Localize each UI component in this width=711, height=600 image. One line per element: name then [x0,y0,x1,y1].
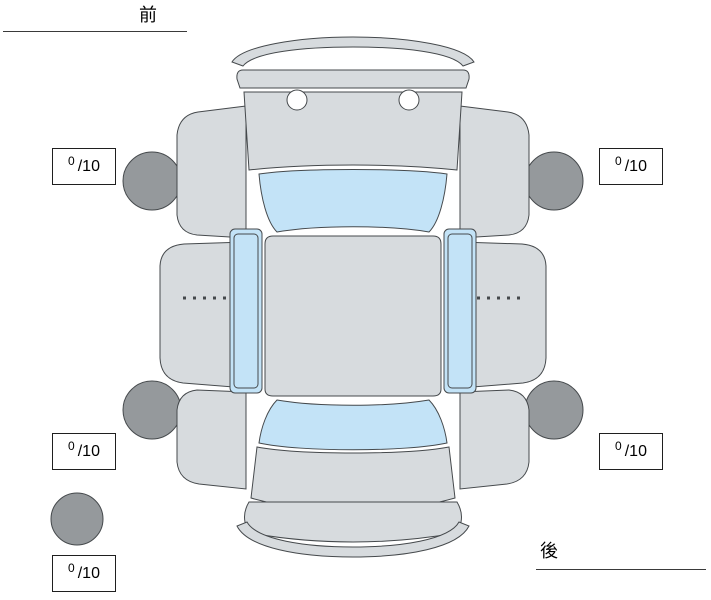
roof [264,235,442,397]
fender-front-right [459,105,530,239]
tire-score-rear-left: 0 /10 [52,433,116,470]
door-window-right-inner-frame [447,233,473,389]
windshield [258,169,448,233]
door-window-left-inner-frame [233,233,259,389]
tire-score-front-left-denominator: /10 [77,157,100,175]
tire-score-rear-right-value: 0 [615,438,622,453]
tire-score-front-right-denominator: /10 [624,157,647,175]
tire-score-front-right: 0 /10 [599,148,663,185]
tire-score-spare-denominator: /10 [77,564,100,582]
quarter-panel-rear-right [459,389,530,490]
rear-bumper-face [244,501,462,543]
front-bumper-face [236,69,470,89]
rear-label: 後 [540,541,558,561]
door-window-left [229,228,263,394]
door-panel-left [159,241,247,389]
door-window-right [443,228,477,394]
tire-score-front-left-value: 0 [68,153,75,168]
tire-score-spare-value: 0 [68,560,75,575]
tire-score-spare: 0 /10 [52,555,116,592]
trunk [250,446,456,512]
rear-bumper-bottom-strip [236,521,470,558]
fender-front-left [176,105,247,239]
rear-underline [536,569,706,570]
tire-rear-left [122,380,182,440]
quarter-panel-rear-left [176,389,247,490]
tire-score-rear-left-value: 0 [68,438,75,453]
tire-score-front-left: 0 /10 [52,148,116,185]
hood-circle-right [398,89,420,111]
front-underline [3,31,187,32]
tire-front-left [122,151,182,211]
tire-score-rear-left-denominator: /10 [77,442,100,460]
tire-score-rear-right: 0 /10 [599,433,663,470]
hood [243,91,463,171]
door-panel-right [459,241,547,389]
tire-score-rear-right-denominator: /10 [624,442,647,460]
tire-front-right [524,151,584,211]
front-bumper-top-strip [231,36,475,67]
tire-spare [50,492,104,546]
tire-rear-right [524,380,584,440]
rear-window [258,399,448,451]
hood-circle-left [286,89,308,111]
tire-score-front-right-value: 0 [615,153,622,168]
front-label: 前 [139,5,157,25]
